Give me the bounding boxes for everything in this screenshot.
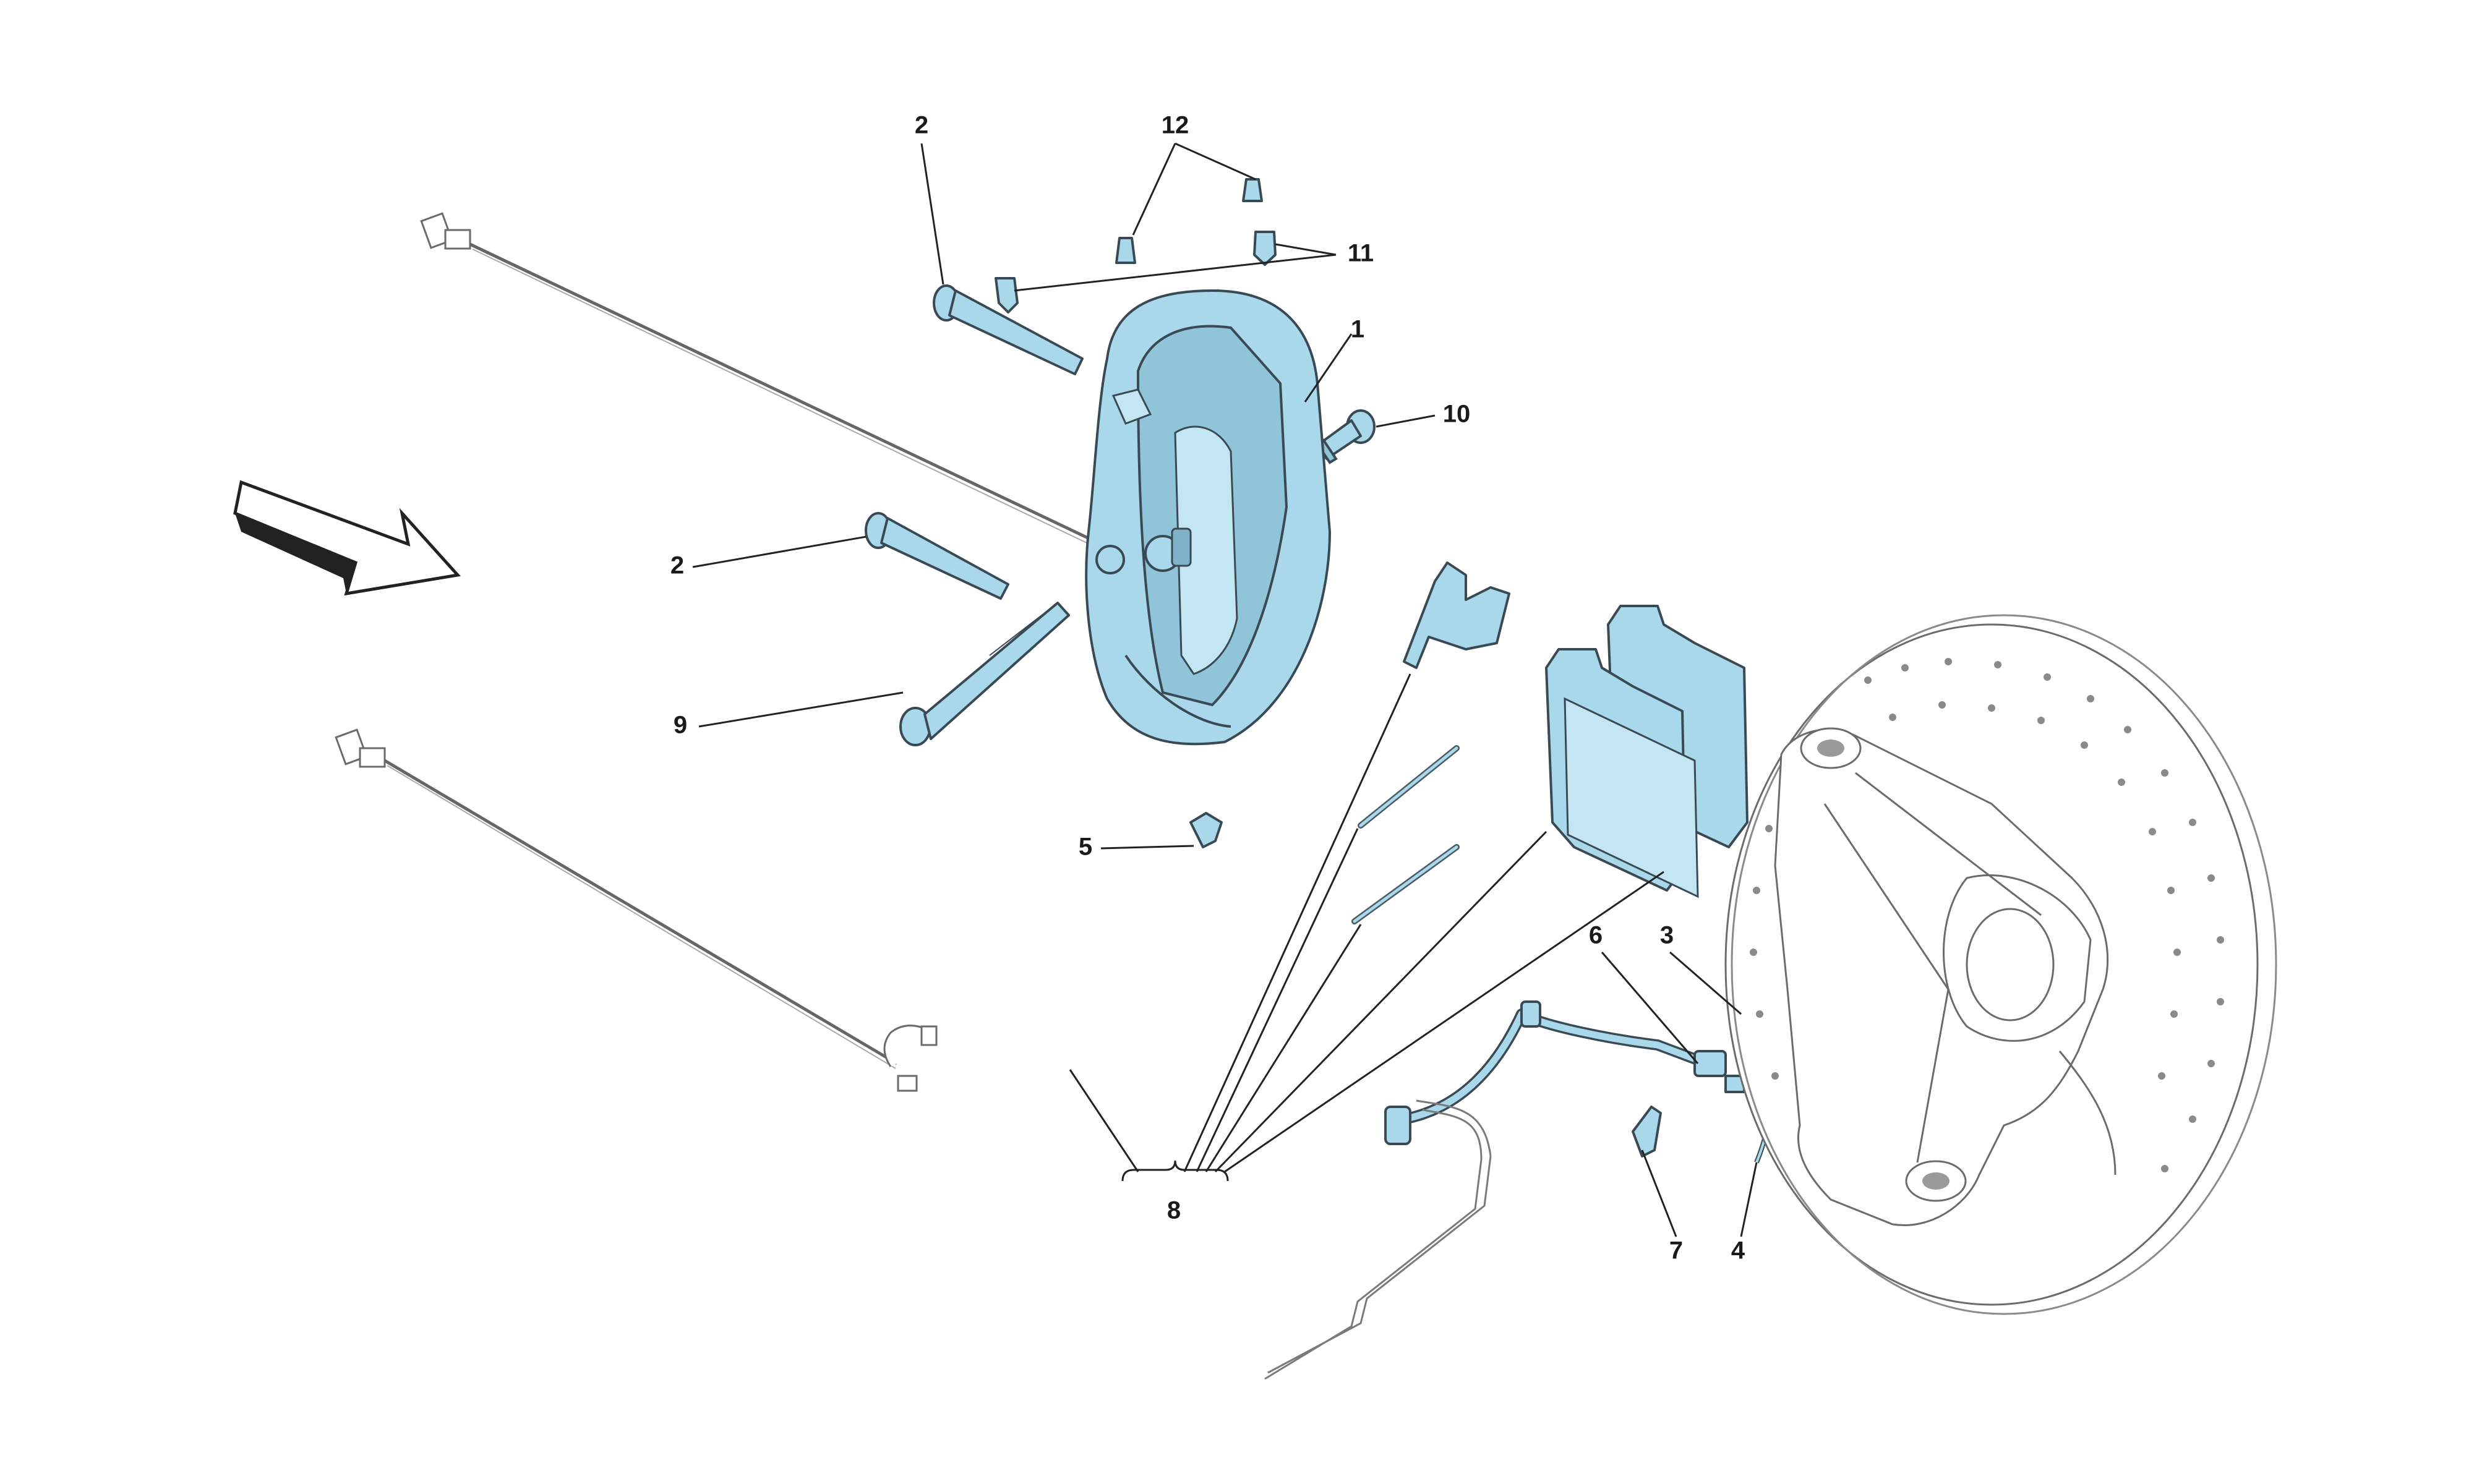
- hub-carrier: [1774, 727, 2117, 1226]
- retaining-spring: [1403, 561, 1510, 669]
- callout-10: 10: [1443, 401, 1471, 428]
- callout-3: 3: [1660, 922, 1674, 949]
- callout-8: 8: [1167, 1197, 1181, 1224]
- callout-4: 4: [1731, 1237, 1745, 1264]
- clip-5: [1189, 812, 1223, 848]
- bolt-2-lower: [865, 512, 1009, 600]
- clip-7: [1632, 1106, 1662, 1158]
- brake-pads: [1545, 605, 1748, 898]
- callout-6: 6: [1589, 922, 1603, 949]
- brake-caliper: [1085, 289, 1331, 746]
- callout-1: 1: [1351, 316, 1364, 343]
- lower-wear-sensor-cable: [335, 728, 938, 1092]
- callout-7: 7: [1669, 1237, 1683, 1264]
- bolt-2-upper: [933, 284, 1084, 375]
- bleed-screws-11: [995, 231, 1277, 313]
- pad-pins: [1351, 745, 1460, 924]
- callout-12: 12: [1162, 112, 1189, 139]
- bolt-9: [899, 602, 1070, 746]
- brake-hose-6: [1384, 1000, 1727, 1145]
- callout-labels: 12 2 11 1 10 2 9 5 6 3 8 7 4: [670, 112, 1745, 1264]
- leader-lines: [692, 142, 1758, 1237]
- callout-9: 9: [674, 712, 687, 739]
- callout-2-lower: 2: [670, 552, 684, 579]
- upper-wear-sensor-cable: [420, 212, 1102, 550]
- chassis-ghost-line: [1264, 1099, 1492, 1380]
- callout-11: 11: [1348, 240, 1374, 267]
- callout-5: 5: [1079, 834, 1092, 861]
- dust-caps-12: [1115, 178, 1263, 264]
- screw-10: [1316, 409, 1376, 464]
- direction-arrow: [233, 480, 461, 596]
- callout-2-upper: 2: [915, 112, 928, 139]
